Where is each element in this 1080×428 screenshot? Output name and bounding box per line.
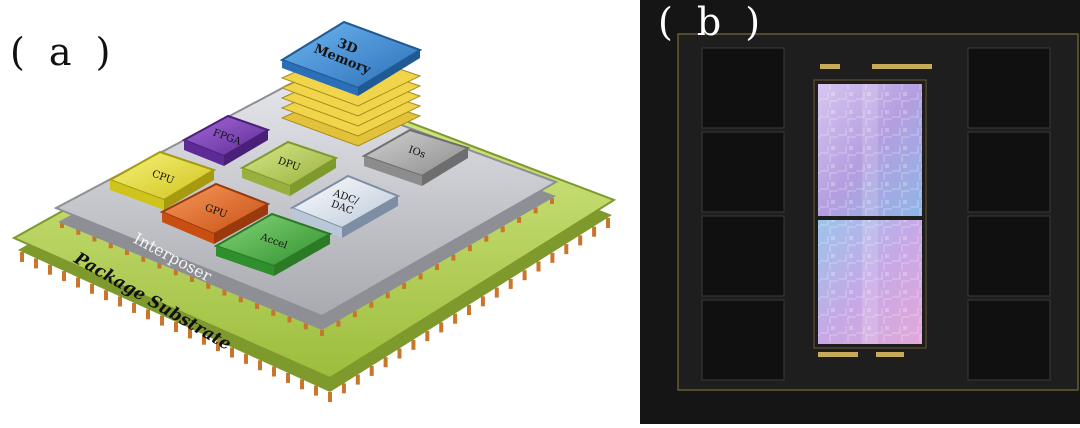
fpga-chiplet <box>181 114 271 166</box>
processor-die-top <box>818 84 922 216</box>
panel-b-chip-photo: ( b ) <box>640 0 1080 424</box>
chiplet-package-illustration: 3DMemory FPGA DPU IOs CPU GPU ADC/DAC Ac… <box>11 20 617 402</box>
ios-chiplet <box>361 128 471 186</box>
panel-a-chiplet-diagram: 3DMemory FPGA DPU IOs CPU GPU ADC/DAC Ac… <box>10 20 617 402</box>
chip-package-photo <box>677 33 1079 391</box>
right-memory-stacks <box>967 47 1051 381</box>
memory-stack <box>279 20 423 147</box>
substrate-pins <box>20 218 610 402</box>
dpu-chiplet <box>239 140 339 196</box>
interposer-pins <box>60 198 554 336</box>
panel-b-label: ( b ) <box>658 0 767 44</box>
left-memory-stacks <box>701 47 785 381</box>
cpu-chiplet <box>107 150 217 210</box>
accel-chiplet <box>213 212 333 276</box>
processor-die-bottom <box>818 220 922 344</box>
gpu-chiplet <box>159 182 271 244</box>
adc-dac-chiplet <box>289 174 401 238</box>
edge-pads <box>818 64 932 357</box>
panel-a-label: ( a ) <box>10 30 117 74</box>
